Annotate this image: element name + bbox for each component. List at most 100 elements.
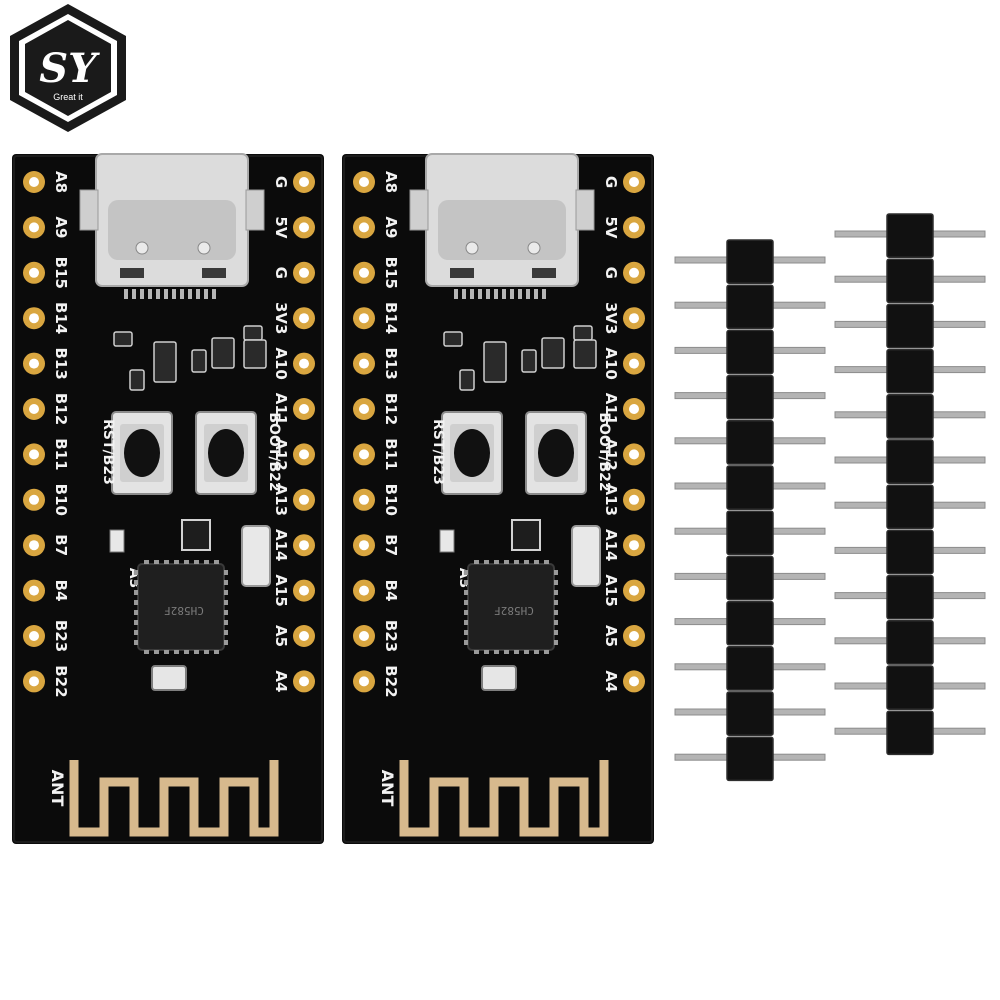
header-segment: [886, 303, 934, 349]
pin-hole: [629, 267, 639, 278]
header-segment: [726, 374, 774, 420]
pin-label-left: B14: [52, 302, 70, 334]
smd-component: [459, 369, 475, 391]
pin-label-right: A14: [272, 529, 290, 561]
pin-hole: [629, 494, 639, 505]
smd-component: [153, 341, 177, 383]
pin-hole: [299, 585, 309, 596]
pin-hole: [359, 313, 369, 324]
pin-label-left: B12: [382, 393, 400, 425]
usb-c-connector: [409, 153, 595, 299]
mcu-chip: [464, 560, 558, 654]
pin-label-right: A13: [602, 484, 620, 516]
led: [439, 529, 455, 553]
pin-hole: [299, 267, 309, 278]
pin-hole: [359, 631, 369, 641]
reset-label: RST/B23: [430, 419, 446, 485]
pin-hole: [629, 358, 639, 369]
pin-label-left: B15: [382, 257, 400, 289]
pin-hole: [29, 313, 39, 324]
pin-label-right: G: [272, 267, 290, 279]
pin-label-left: B4: [382, 580, 400, 602]
pin-hole: [299, 177, 309, 187]
pin-label-right: 5V: [602, 216, 620, 238]
pin-hole: [29, 540, 39, 551]
boot-button[interactable]: [525, 411, 587, 495]
mcu-chip: [134, 560, 228, 654]
pin-hole: [359, 358, 369, 369]
header-segment: [726, 465, 774, 510]
header-segment: [886, 710, 934, 756]
pin-hole: [359, 177, 369, 187]
boot-label: BOOT/B22: [596, 412, 612, 491]
pin-label-right: A13: [272, 484, 290, 516]
pin-label-left: B13: [52, 347, 70, 379]
pin-label-right: A11: [602, 393, 620, 425]
pin-hole: [359, 267, 369, 278]
smd-component: [541, 337, 565, 369]
reset-button[interactable]: [111, 411, 173, 495]
pin-label-left: B22: [52, 665, 70, 697]
smd-component: [129, 369, 145, 391]
smd-component: [521, 349, 537, 373]
pin-label-left: A8: [382, 171, 400, 193]
pin-label-left: A8: [52, 171, 70, 193]
led: [109, 529, 125, 553]
header-strip: [834, 213, 986, 756]
header-segment: [886, 213, 934, 258]
pcb-antenna: [69, 760, 279, 837]
pin-label-right: A4: [602, 670, 620, 692]
pin-hole: [299, 540, 309, 551]
pin-label-left: B11: [382, 438, 400, 470]
header-segment: [886, 620, 934, 665]
header-segment: [886, 258, 934, 304]
pin-hole: [29, 177, 39, 187]
pin-hole: [299, 676, 309, 687]
pin-label-left: B23: [382, 620, 400, 652]
pin-label-right: A15: [272, 574, 290, 606]
pin-hole: [299, 494, 309, 505]
header-segment: [886, 439, 934, 484]
pin-hole: [629, 676, 639, 687]
header-segment: [726, 646, 774, 691]
pin-label-left: B14: [382, 302, 400, 334]
pin-label-left: B4: [52, 580, 70, 602]
pin-label-right: A4: [272, 670, 290, 692]
pin-hole: [629, 222, 639, 233]
pin-label-right: A5: [272, 625, 290, 647]
pin-hole: [29, 404, 39, 414]
header-segment: [726, 284, 774, 330]
pin-label-right: G: [272, 176, 290, 188]
pin-hole: [29, 358, 39, 369]
pin-hole: [29, 494, 39, 505]
smd-component: [113, 331, 133, 347]
pin-hole: [299, 404, 309, 414]
brand-letters: SY: [39, 45, 100, 92]
pin-hole: [29, 631, 39, 641]
boot-button[interactable]: [195, 411, 257, 495]
chip-marking: CH582F: [494, 604, 534, 617]
smd-component: [573, 325, 593, 341]
pin-hole: [29, 222, 39, 233]
pin-hole: [359, 449, 369, 460]
pin-hole: [299, 313, 309, 324]
smd-component: [573, 339, 597, 369]
pin-hole: [29, 676, 39, 687]
header-segment: [726, 420, 774, 465]
crystal: [571, 525, 601, 587]
pin-hole: [629, 404, 639, 414]
chip-marking: CH582F: [164, 604, 204, 617]
smd-component: [243, 339, 267, 369]
header-segment: [726, 555, 774, 601]
pin-label-left: A9: [382, 216, 400, 238]
pin-hole: [359, 540, 369, 551]
antenna-label: ANT: [48, 770, 67, 807]
pin-label-left: B7: [382, 534, 400, 556]
pin-hole: [629, 313, 639, 324]
header-strip: [674, 239, 826, 782]
antenna-label: ANT: [378, 770, 397, 807]
header-segment: [886, 484, 934, 530]
reset-button[interactable]: [441, 411, 503, 495]
reset-label: RST/B23: [100, 419, 116, 485]
